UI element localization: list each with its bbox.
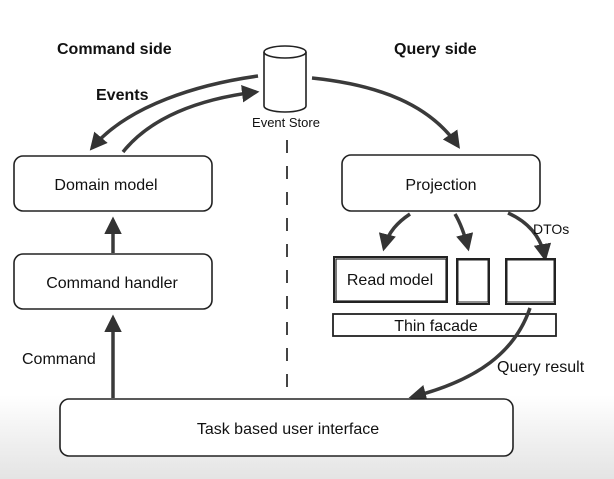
event-store-label: Event Store — [252, 115, 320, 130]
store-to-projection-arrow — [311, 76, 460, 149]
domain-model-box — [13, 155, 213, 212]
events-arrow-to-store — [121, 84, 260, 154]
read-model-label: Read model — [347, 272, 433, 289]
events-label: Events — [96, 87, 149, 104]
projection-to-read-model-arrow — [378, 212, 411, 252]
projection-label: Projection — [405, 177, 476, 194]
command-handler-label: Command handler — [46, 275, 178, 292]
thin-facade-box — [332, 313, 557, 337]
projection-to-small-store-arrow — [453, 213, 474, 252]
query-result-label: Query result — [497, 359, 585, 376]
dtos-label: DTOs — [533, 221, 569, 237]
domain-model-label: Domain model — [54, 177, 157, 194]
projection-to-dto-store-arrow — [507, 211, 552, 262]
command-handler-box — [13, 253, 213, 310]
task-ui-label: Task based user interface — [197, 421, 379, 438]
query-result-arrow — [408, 307, 532, 402]
dto-store-box — [505, 258, 556, 305]
thin-facade-label: Thin facade — [394, 318, 478, 335]
command-label: Command — [22, 351, 96, 368]
small-store-box — [456, 258, 490, 305]
events-arrow-to-domain — [89, 74, 259, 151]
event-store-cylinder — [263, 45, 307, 113]
command-side-heading: Command side — [57, 41, 172, 58]
query-side-heading: Query side — [394, 41, 477, 58]
projection-box — [341, 154, 541, 212]
read-model-box — [333, 256, 448, 303]
task-ui-box — [59, 398, 514, 457]
